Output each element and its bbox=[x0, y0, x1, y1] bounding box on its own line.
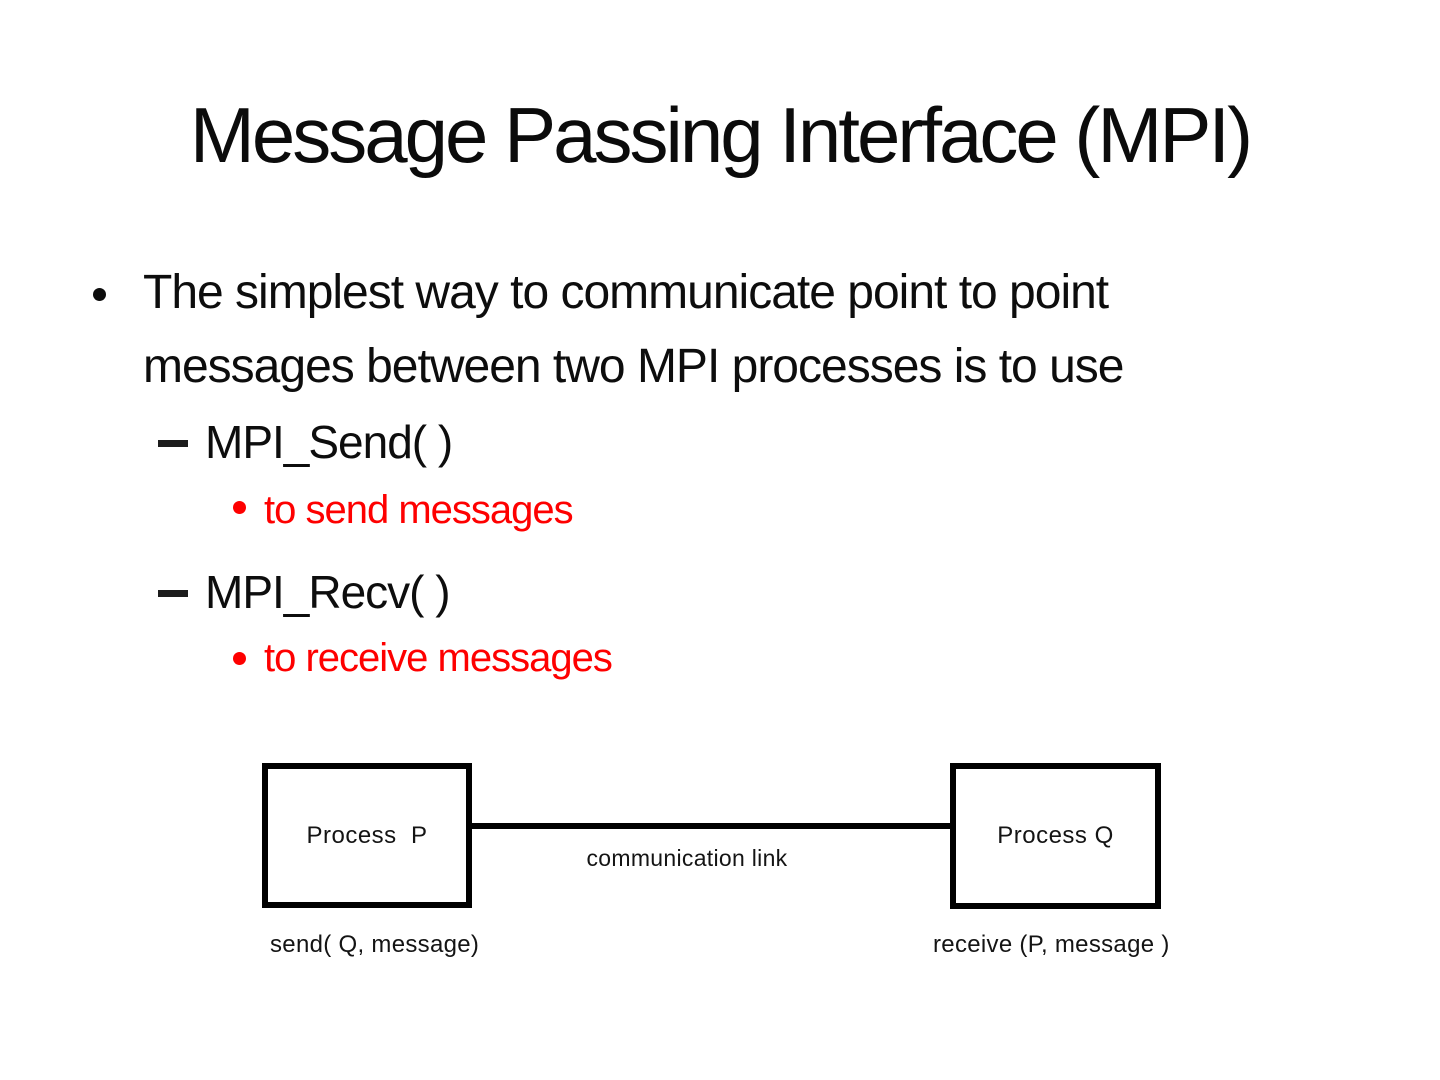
red-bullet-dot-icon bbox=[233, 501, 246, 514]
bullet-level1-text: The simplest way to communicate point to… bbox=[143, 266, 1124, 393]
bullet-mpi-send: MPI_Send( ) bbox=[205, 416, 453, 468]
communication-link-label: communication link bbox=[586, 845, 788, 871]
bullet-send-description: to send messages bbox=[264, 488, 574, 532]
process-p-label: Process P bbox=[306, 821, 428, 849]
bullet-recv-description: to receive messages bbox=[264, 636, 613, 680]
process-q-box: Process Q bbox=[950, 763, 1161, 909]
process-q-label: Process Q bbox=[997, 822, 1114, 849]
receive-call-caption: receive (P, message ) bbox=[933, 931, 1170, 958]
dash-bullet-icon bbox=[158, 440, 188, 447]
dash-bullet-icon bbox=[158, 590, 188, 597]
bullet-dot-icon bbox=[93, 288, 106, 301]
send-call-caption: send( Q, message) bbox=[270, 931, 480, 958]
bullet-mpi-recv: MPI_Recv( ) bbox=[205, 566, 451, 618]
communication-link-line bbox=[472, 823, 950, 829]
red-bullet-dot-icon bbox=[233, 652, 246, 665]
process-p-box: Process P bbox=[262, 763, 472, 908]
slide-title: Message Passing Interface (MPI) bbox=[189, 91, 1253, 179]
